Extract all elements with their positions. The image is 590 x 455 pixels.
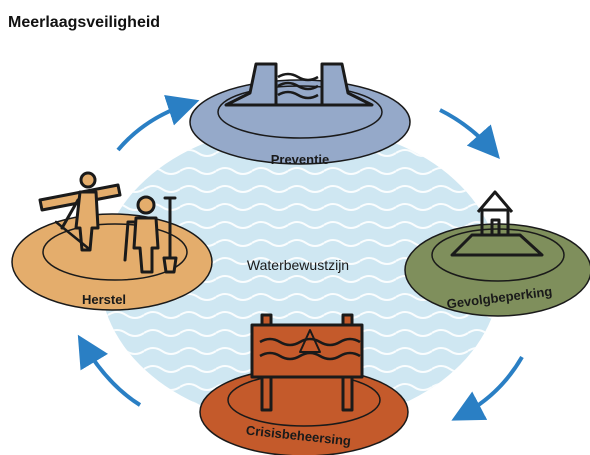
center-label: Waterbewustzijn — [247, 257, 349, 273]
warning-sign-icon — [250, 313, 364, 412]
layer-label-herstel: Herstel — [82, 292, 126, 307]
house-on-mound-icon — [450, 190, 544, 257]
dike-icon — [224, 62, 374, 107]
cycle-arrow-bottom-left — [77, 334, 142, 407]
cycle-arrow-bottom-right — [451, 355, 524, 421]
cycle-arrow-top-left — [116, 94, 200, 152]
cycle-arrow-top-right — [439, 108, 500, 160]
water-waves — [100, 125, 500, 425]
workers-icon — [38, 171, 178, 274]
island-herstel: Herstel — [11, 171, 213, 311]
layer-label-preventie: Preventie — [271, 152, 330, 167]
island-crisisbeheersing: Crisisbeheersing — [199, 313, 409, 455]
island-preventie: Preventie — [189, 62, 411, 167]
page-title: Meerlaagsveiligheid — [8, 14, 161, 31]
island-gevolgbeperking: Gevolgbeperking — [404, 190, 590, 317]
